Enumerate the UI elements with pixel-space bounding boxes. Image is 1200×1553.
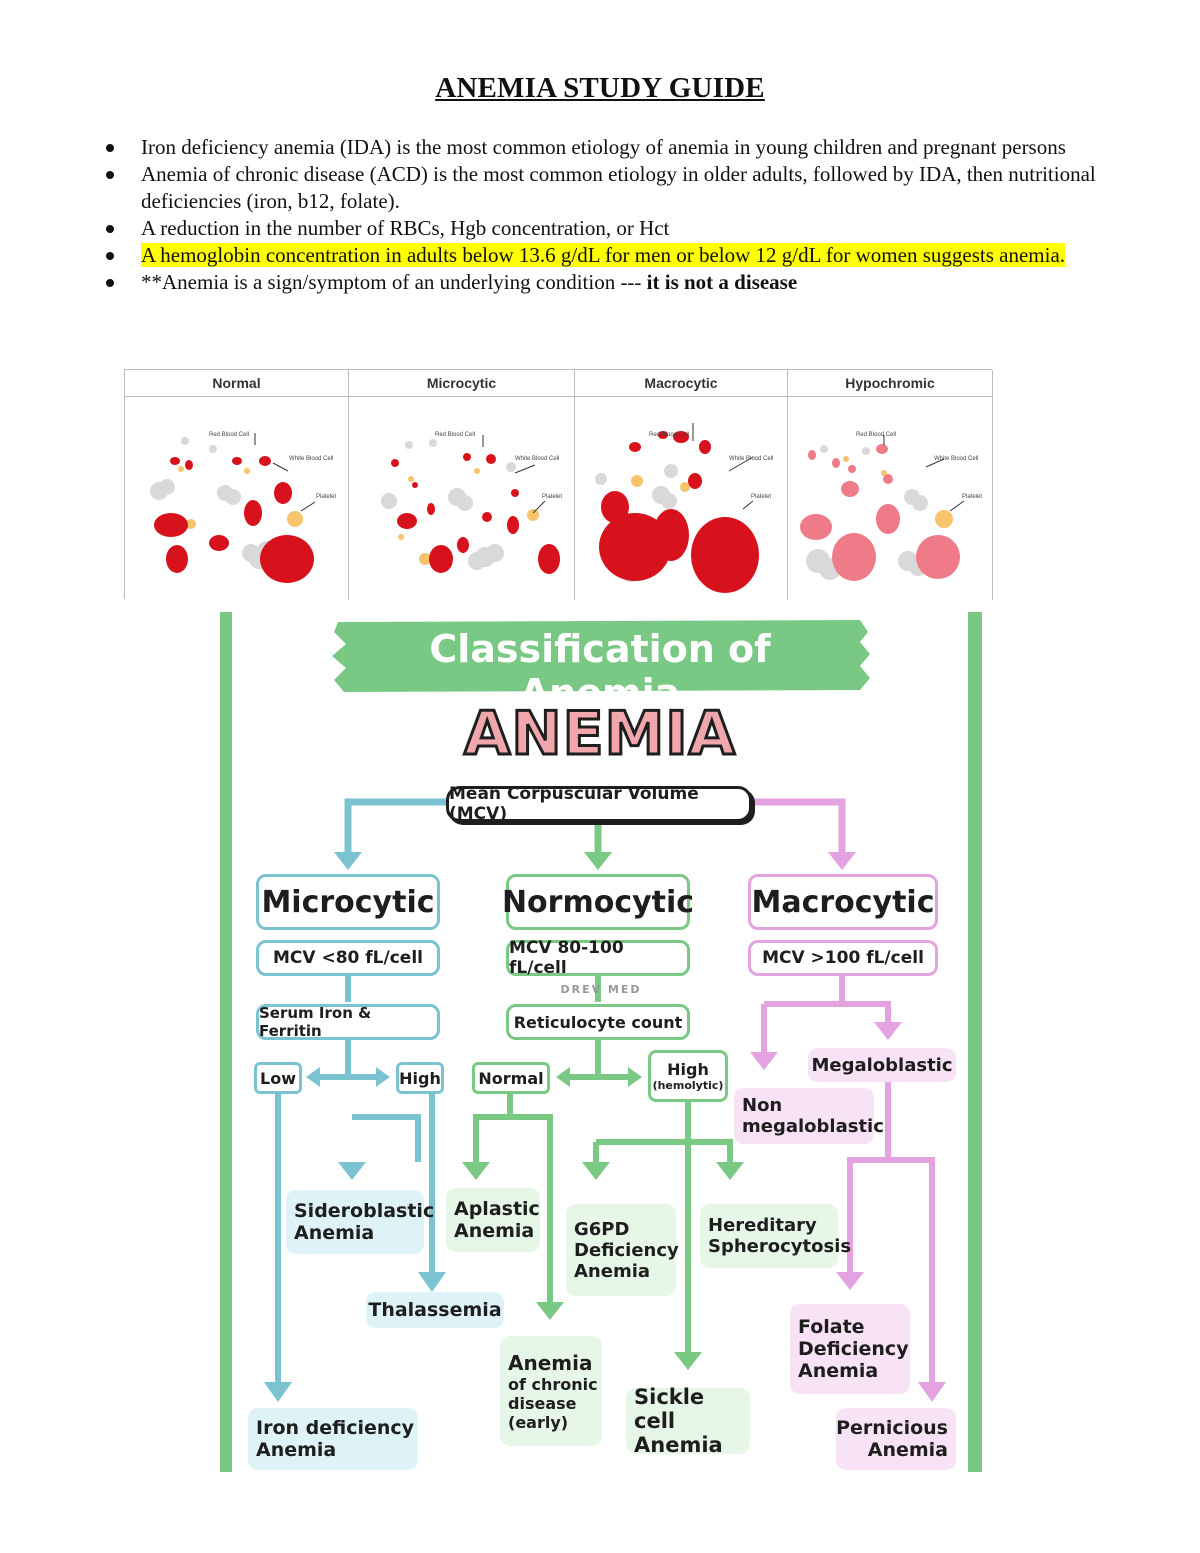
bullet-item: A hemoglobin concentration in adults bel…: [104, 242, 1114, 269]
bullet-item: A reduction in the number of RBCs, Hgb c…: [104, 215, 1114, 242]
wbc-label: White Blood Cell: [515, 456, 560, 462]
bullet-item: **Anemia is a sign/symptom of an underly…: [104, 269, 1114, 296]
acd-line4: (early): [508, 1412, 569, 1432]
rbc-label: Red Blood Cell: [649, 432, 690, 438]
hs-line2: Spherocytosis: [708, 1236, 852, 1257]
anemia-heading: ANEMIA: [462, 698, 737, 770]
rbc-label: Red Blood Cell: [856, 432, 897, 438]
flowchart-arrows: [220, 612, 982, 1472]
sideroblastic-line1: Sideroblastic: [294, 1200, 435, 1222]
iron-line2: Anemia: [256, 1439, 337, 1461]
folate-line2: Deficiency: [798, 1338, 909, 1360]
header-normal: Normal: [125, 370, 349, 397]
reticulocyte-box: Reticulocyte count: [506, 1004, 690, 1040]
aplastic-anemia-box: Aplastic Anemia: [446, 1188, 540, 1252]
microcytic-cells-image: Red Blood Cell White Blood Cell Platelet: [349, 397, 575, 600]
iron-line1: Iron deficiency: [256, 1417, 415, 1439]
sideroblastic-anemia-box: Sideroblastic Anemia: [286, 1190, 434, 1254]
acd-early-box: Anemia of chronic disease (early): [500, 1336, 602, 1446]
sickle-line2: Anemia: [634, 1433, 723, 1457]
normo-mcv-box: MCV 80-100 fL/cell: [506, 938, 690, 978]
header-hypochromic: Hypochromic: [788, 370, 993, 397]
high-hemolytic-box: High (hemolytic): [648, 1050, 728, 1102]
aplastic-line2: Anemia: [454, 1220, 535, 1242]
sideroblastic-line2: Anemia: [294, 1222, 375, 1244]
g6pd-line1: G6PD: [574, 1218, 630, 1240]
high-label: High: [667, 1060, 709, 1079]
bullet-item: Anemia of chronic disease (ACD) is the m…: [104, 161, 1114, 215]
pernicious-line1: Pernicious: [836, 1417, 948, 1439]
hemolytic-label: (hemolytic): [652, 1079, 724, 1092]
serum-iron-box: Serum Iron & Ferritin: [256, 1004, 440, 1040]
g6pd-line2: Deficiency: [574, 1239, 679, 1261]
microcytic-box: Microcytic: [256, 874, 440, 930]
bullet-text: Iron deficiency anemia (IDA) is the most…: [141, 135, 1066, 159]
pernicious-anemia-box: Pernicious Anemia: [836, 1408, 956, 1470]
mcv-box: Mean Corpuscular Volume (MCV): [446, 784, 752, 824]
bold-text: it is not a disease: [646, 270, 798, 294]
g6pd-deficiency-box: G6PD Deficiency Anemia: [566, 1204, 679, 1296]
thalassemia-box: Thalassemia: [366, 1292, 504, 1328]
wbc-label: White Blood Cell: [934, 456, 979, 462]
micro-mcv-box: MCV <80 fL/cell: [256, 940, 440, 976]
header-microcytic: Microcytic: [349, 370, 575, 397]
folate-line1: Folate: [798, 1316, 865, 1338]
platelet-label: Platelet: [962, 494, 983, 500]
g6pd-line3: Anemia: [574, 1260, 651, 1282]
folate-line3: Anemia: [798, 1360, 879, 1382]
macrocytic-box: Macrocytic: [748, 874, 938, 930]
hs-line1: Hereditary: [708, 1215, 817, 1236]
acd-line2: of chronic: [508, 1374, 598, 1394]
acd-line3: disease: [508, 1393, 577, 1413]
nonmega-line1: Non: [742, 1095, 783, 1116]
sickle-line1: Sickle cell: [634, 1385, 705, 1433]
infographic-title: Classification of Anemia: [429, 627, 771, 715]
iron-deficiency-anemia-box: Iron deficiency Anemia: [248, 1408, 418, 1470]
rbc-label: Red Blood Cell: [435, 432, 476, 438]
bullet-item: Iron deficiency anemia (IDA) is the most…: [104, 134, 1114, 161]
wbc-label: White Blood Cell: [289, 456, 334, 462]
bullet-text: A reduction in the number of RBCs, Hgb c…: [141, 216, 670, 240]
header-macrocytic: Macrocytic: [575, 370, 788, 397]
wbc-label: White Blood Cell: [729, 456, 774, 462]
megaloblastic-box: Megaloblastic: [808, 1048, 956, 1082]
rbc-label: Red Blood Cell: [209, 432, 250, 438]
cell-comparison-table: Normal Microcytic Macrocytic Hypochromic…: [124, 369, 993, 600]
low-box: Low: [254, 1062, 302, 1094]
nonmega-line2: megaloblastic: [742, 1116, 884, 1137]
hereditary-spherocytosis-box: Hereditary Spherocytosis: [700, 1204, 851, 1268]
highlighted-bullet-text: A hemoglobin concentration in adults bel…: [141, 243, 1066, 267]
platelet-label: Platelet: [542, 494, 563, 500]
non-megaloblastic-box: Non megaloblastic: [734, 1088, 884, 1144]
normal-box: Normal: [472, 1062, 550, 1094]
sickle-cell-anemia-box: Sickle cell Anemia: [626, 1385, 750, 1457]
platelet-label: Platelet: [316, 494, 337, 500]
bullet-text: **Anemia is a sign/symptom of an underly…: [141, 270, 647, 294]
macrocytic-cells-image: Red Blood Cell White Blood Cell Platelet: [575, 397, 788, 600]
acd-line1: Anemia: [508, 1350, 593, 1375]
pernicious-line2: Anemia: [867, 1439, 948, 1461]
hypochromic-cells-image: Red Blood Cell White Blood Cell Platelet: [788, 397, 993, 600]
normocytic-box: Normocytic: [502, 874, 694, 930]
normal-cells-image: Red Blood Cell White Blood Cell Platelet: [125, 397, 349, 600]
high-box: High: [396, 1062, 444, 1094]
classification-infographic: Classification of Anemia ANEMIA Mean Cor…: [220, 612, 982, 1472]
folate-deficiency-box: Folate Deficiency Anemia: [790, 1304, 910, 1394]
watermark: DREV MED: [560, 983, 642, 996]
bullet-text: Anemia of chronic disease (ACD) is the m…: [141, 162, 1096, 213]
macro-mcv-box: MCV >100 fL/cell: [748, 940, 938, 976]
aplastic-line1: Aplastic: [454, 1198, 540, 1220]
page-title: ANEMIA STUDY GUIDE: [435, 72, 765, 104]
platelet-label: Platelet: [751, 494, 772, 500]
bullet-list: Iron deficiency anemia (IDA) is the most…: [104, 134, 1114, 296]
